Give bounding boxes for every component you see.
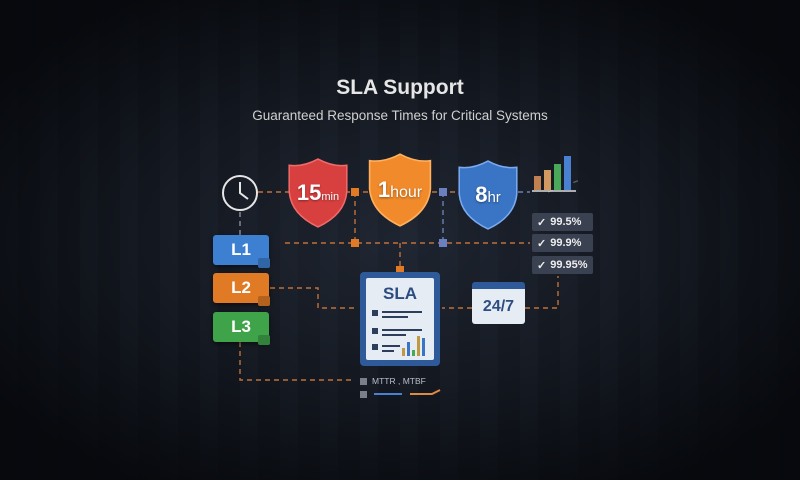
uptime-value: 99.95% xyxy=(550,259,588,271)
page-title: SLA Support xyxy=(336,76,464,99)
level-l2: L2 xyxy=(213,273,269,303)
document-title: SLA xyxy=(383,284,417,303)
uptime-badge: ✓99.95% xyxy=(532,256,593,274)
legend-label: MTTR , MTBF xyxy=(372,376,426,386)
uptime-badge: ✓99.9% xyxy=(532,234,593,252)
time-value: 1 xyxy=(377,177,391,202)
checklist-icon xyxy=(372,310,425,356)
level-l3: L3 xyxy=(213,312,269,342)
shield-8hr: 8hr xyxy=(457,159,519,231)
check-icon: ✓ xyxy=(537,259,547,272)
availability-calendar: 24/7 xyxy=(472,282,525,324)
uptime-value: 99.9% xyxy=(550,237,582,249)
shield-15min: 15min xyxy=(287,157,349,229)
connector-sample-icon xyxy=(374,389,441,395)
sla-clipboard: SLA xyxy=(360,272,440,366)
time-unit: min xyxy=(321,191,340,203)
time-unit: hour xyxy=(390,184,423,201)
uptime-badge: ✓99.5% xyxy=(532,213,593,231)
time-value: 15 xyxy=(296,180,322,205)
legend-swatch xyxy=(360,390,367,398)
legend-metrics: MTTR , MTBF xyxy=(360,376,426,386)
bar-chart-icon xyxy=(532,156,576,192)
legend-connector xyxy=(360,389,442,399)
check-icon: ✓ xyxy=(537,216,547,229)
check-icon: ✓ xyxy=(537,237,547,250)
page-subtitle: Guaranteed Response Times for Critical S… xyxy=(252,108,548,123)
clock-icon xyxy=(222,175,258,211)
shield-1hour: 1hour xyxy=(366,152,434,228)
time-value: 8 xyxy=(475,182,488,207)
uptime-value: 99.5% xyxy=(550,216,582,228)
level-l1: L1 xyxy=(213,235,269,265)
time-unit: hr xyxy=(487,189,501,206)
legend-swatch xyxy=(360,377,367,385)
